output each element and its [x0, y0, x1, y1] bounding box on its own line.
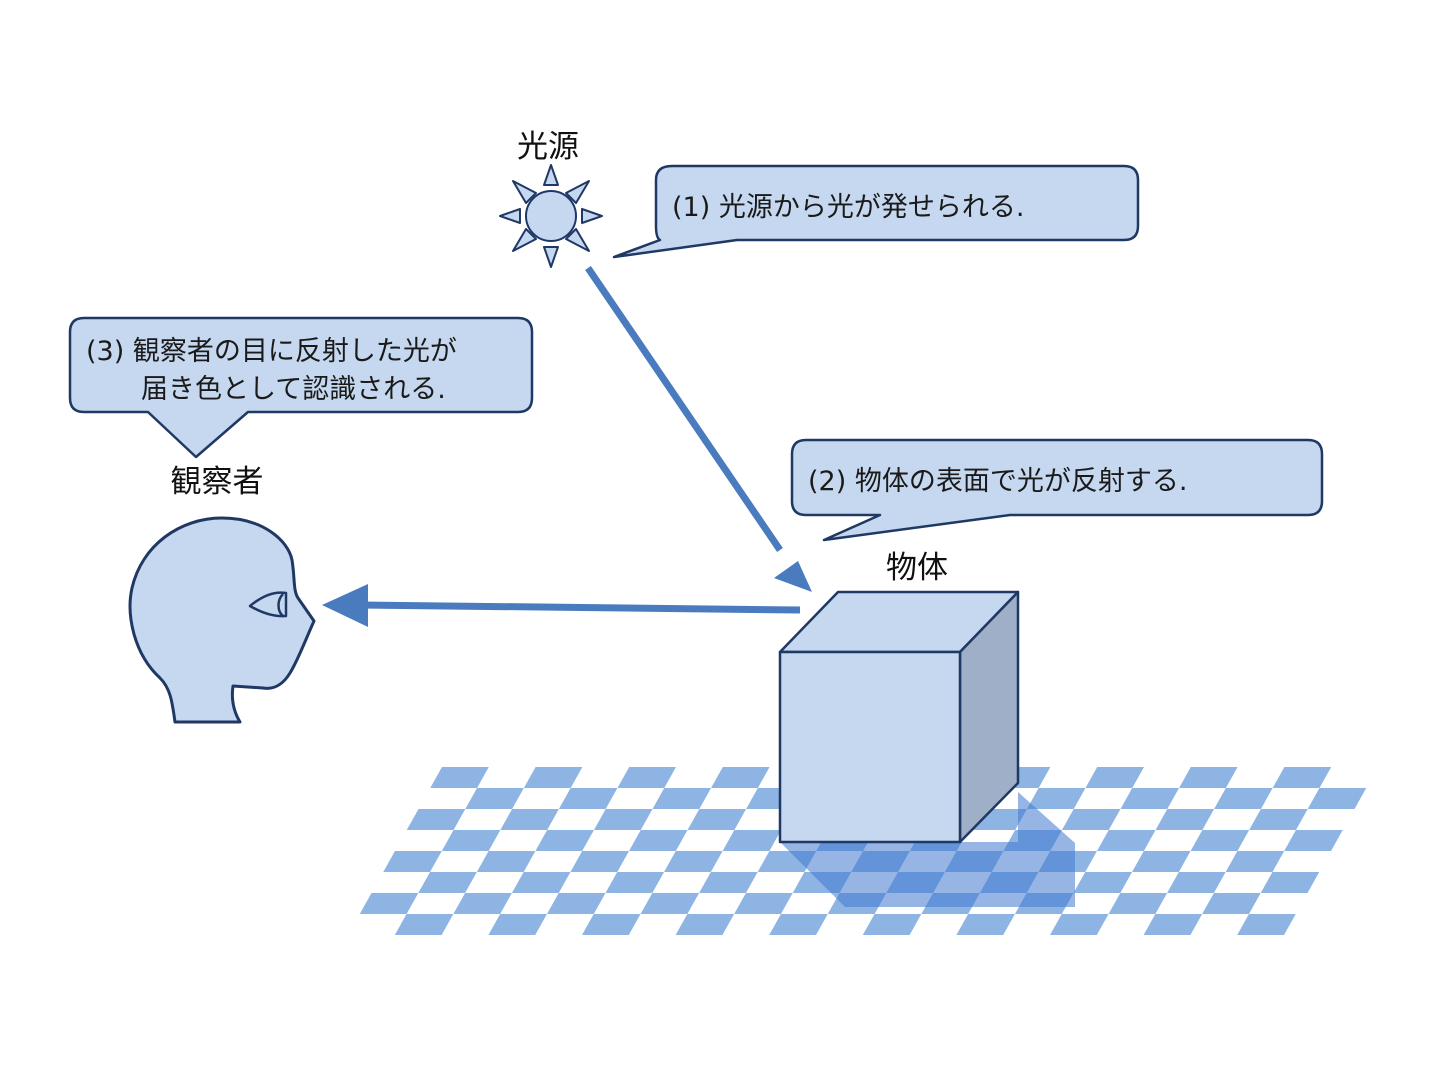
callout-step3-line2: 届き色として認識される. — [141, 374, 446, 405]
floor-tile — [546, 893, 606, 914]
floor-tile — [1143, 914, 1203, 935]
floor-tile — [511, 872, 571, 893]
cube-shadow — [780, 792, 1075, 907]
floor-tile — [629, 830, 688, 851]
floor-tile — [1167, 872, 1226, 893]
sun-icon — [499, 164, 603, 268]
object-cube — [778, 590, 1020, 844]
floor-tile — [769, 914, 828, 935]
floor-tile — [1120, 788, 1180, 809]
floor-tile — [1132, 851, 1191, 872]
floor-tile — [523, 767, 583, 788]
callout-step1: (1) 光源から光が発せられる. — [612, 164, 1140, 259]
floor-tile — [1214, 788, 1273, 809]
floor-tile — [535, 830, 594, 851]
floor-tile — [453, 893, 512, 914]
floor-tile — [1190, 830, 1250, 851]
floor-tile — [476, 851, 536, 872]
floor-tile — [1108, 893, 1168, 914]
floor-tile — [1155, 809, 1215, 830]
floor-tile — [956, 914, 1015, 935]
floor-tile — [687, 809, 747, 830]
floor-tile — [1307, 788, 1367, 809]
reflected-light-arrow — [322, 584, 801, 627]
floor-tile — [1249, 809, 1308, 830]
floor-tile — [500, 809, 559, 830]
callout-step1-text: (1) 光源から光が発せられる. — [672, 192, 1024, 223]
floor-tile — [1097, 830, 1156, 851]
observer-head-icon — [128, 516, 316, 724]
floor-tile — [1237, 914, 1296, 935]
cube-front-face — [778, 650, 962, 844]
floor-tile — [1061, 809, 1121, 830]
floor-tile — [1272, 767, 1332, 788]
floor-tile — [1073, 872, 1133, 893]
floor-tile — [617, 767, 676, 788]
floor-tile — [1050, 914, 1109, 935]
floor-tile — [605, 872, 665, 893]
floor-tile — [862, 914, 922, 935]
incident-light-arrow — [585, 266, 812, 592]
light-source-label: 光源 — [517, 129, 579, 165]
floor-tile — [570, 851, 629, 872]
floor-tile — [640, 893, 700, 914]
floor-tile — [1284, 830, 1343, 851]
floor-tile — [593, 809, 653, 830]
floor-tile — [558, 788, 618, 809]
observer-label: 観察者 — [171, 464, 264, 500]
callout-step3-line1: (3) 観察者の目に反射した光が — [86, 336, 457, 367]
floor-tile — [652, 788, 712, 809]
floor-tile — [394, 914, 454, 935]
floor-tile — [1179, 767, 1238, 788]
floor-tile — [406, 809, 466, 830]
floor-tile — [675, 914, 735, 935]
floor-tile — [383, 851, 442, 872]
callout-step2: (2) 物体の表面で光が反射する. — [790, 438, 1324, 542]
floor-tile — [722, 830, 782, 851]
eye-icon — [248, 591, 288, 618]
floor-tile — [418, 872, 477, 893]
floor-tile — [1202, 893, 1261, 914]
floor-tile — [488, 914, 547, 935]
floor-tile — [359, 893, 419, 914]
floor-tile — [1085, 767, 1144, 788]
callout-step2-text: (2) 物体の表面で光が反射する. — [808, 466, 1187, 497]
floor-tile — [465, 788, 524, 809]
floor-tile — [582, 914, 641, 935]
floor-tile — [441, 830, 501, 851]
floor-tile — [734, 893, 793, 914]
object-label: 物体 — [886, 550, 948, 586]
floor-tile — [699, 872, 758, 893]
floor-tile — [1225, 851, 1285, 872]
floor-tile — [1260, 872, 1320, 893]
floor-tile — [430, 767, 489, 788]
floor-tile — [711, 767, 770, 788]
callout-step3: (3) 観察者の目に反射した光が 届き色として認識される. — [68, 316, 534, 459]
floor-tile — [664, 851, 723, 872]
floor-tile — [1026, 788, 1086, 809]
